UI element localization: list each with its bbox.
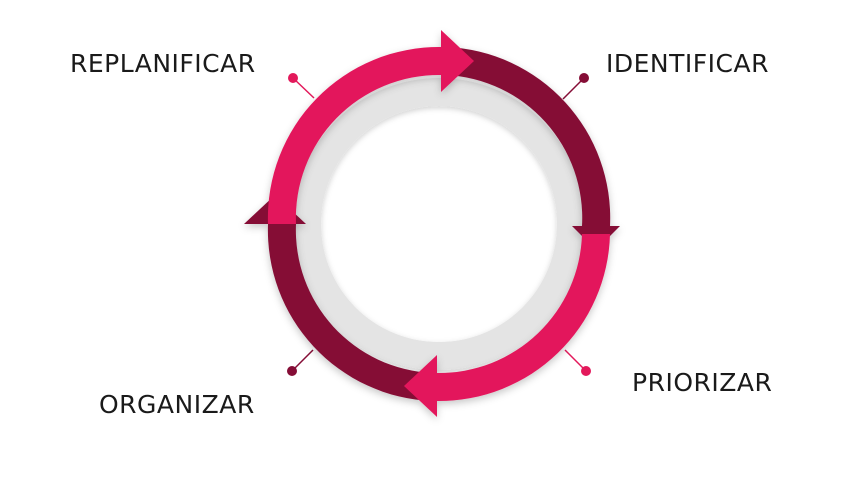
inner-ring — [293, 78, 585, 370]
segment-priorizar — [437, 234, 610, 402]
connector-dot-replanificar — [288, 73, 298, 83]
arrowhead-priorizar — [404, 355, 437, 417]
connectors — [287, 73, 591, 376]
connector-dot-organizar — [287, 366, 297, 376]
stage-label-replanificar: REPLANIFICAR — [70, 49, 256, 78]
segment-replanificar — [267, 46, 441, 224]
stage-label-identificar: IDENTIFICAR — [606, 49, 769, 78]
connector-dot-priorizar — [581, 366, 591, 376]
arrowhead-replanificar — [441, 30, 474, 92]
stage-label-organizar: ORGANIZAR — [99, 390, 255, 419]
connector-dot-identificar — [579, 73, 589, 83]
stage-label-priorizar: PRIORIZAR — [632, 368, 773, 397]
